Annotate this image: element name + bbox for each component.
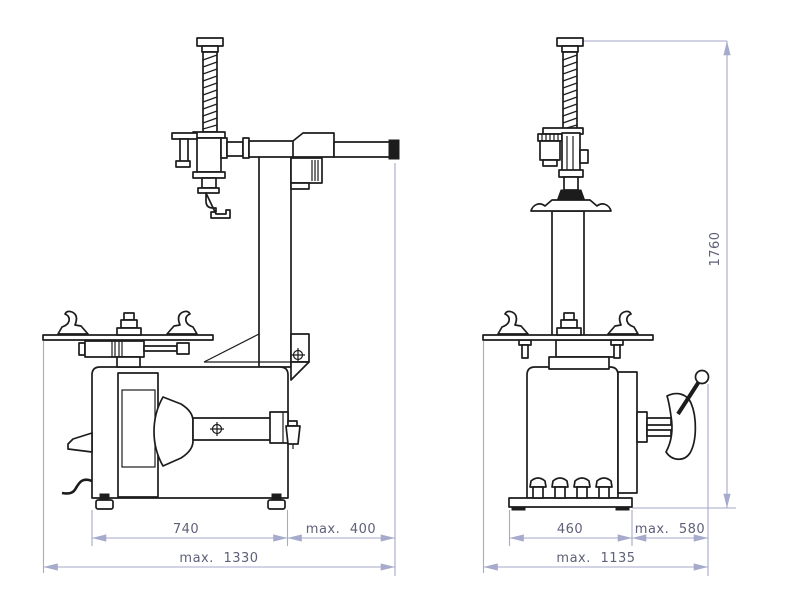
side-pedal — [67, 432, 93, 453]
side-door — [117, 372, 159, 498]
base-foot — [615, 506, 630, 511]
dim-label-lever-reach: max. 580 — [635, 522, 705, 537]
dimension-layer — [42, 40, 736, 576]
mount-head-hook — [205, 192, 231, 219]
bead-breaker-horn — [153, 396, 194, 467]
dim-label-base-width: 460 — [557, 522, 583, 537]
pedal-2 — [551, 477, 569, 499]
foot-left — [95, 493, 114, 510]
clamp-right — [607, 310, 639, 335]
clamp-cylinder — [78, 339, 190, 358]
back-panel — [617, 371, 638, 494]
lever-knob — [694, 369, 710, 385]
tire-changer-front-view — [42, 37, 400, 510]
base-plate — [508, 497, 633, 508]
foot-right — [267, 493, 286, 510]
clamp-left — [57, 310, 89, 335]
clamp-mechanism — [530, 127, 612, 212]
arm-end-bracket — [269, 411, 289, 444]
pedal-3 — [573, 477, 591, 499]
dim-label-arm-reach: max. 400 — [306, 522, 376, 537]
threaded-rod — [556, 37, 584, 133]
arm-end-cap — [388, 139, 400, 160]
column-top-bracket — [530, 199, 612, 212]
air-hose — [61, 478, 93, 495]
bead-breaker-blade — [665, 392, 697, 461]
dim-label-body-width: 740 — [173, 522, 199, 537]
mount-head-assembly — [171, 37, 231, 219]
dim-label-overall-width: max. 1330 — [179, 551, 258, 566]
breaker-arm — [192, 417, 273, 441]
pedal-4 — [595, 477, 613, 499]
motor-unit — [290, 157, 323, 190]
breaker-lever — [676, 378, 702, 416]
column-base-bracket — [203, 333, 310, 381]
clamp-right — [166, 310, 198, 335]
turntable-gearbox — [518, 339, 624, 370]
bead-breaker — [636, 369, 710, 461]
air-filter-unit — [285, 420, 301, 449]
head-bracket — [171, 132, 198, 168]
pedal-1 — [529, 477, 547, 499]
clamp-left — [497, 310, 529, 335]
hub-support — [116, 356, 141, 368]
swing-arm — [220, 132, 400, 160]
tire-changer-side-view — [482, 37, 710, 511]
dim-label-overall-depth: max. 1135 — [556, 551, 635, 566]
base-foot — [511, 506, 526, 511]
center-hub — [116, 312, 142, 336]
turntable-assembly — [42, 310, 214, 368]
column — [258, 148, 292, 368]
dim-label-overall-height: 1760 — [708, 231, 723, 266]
dimension-labels: 740 max. 400 max. 1330 460 max. 580 max.… — [173, 231, 723, 566]
